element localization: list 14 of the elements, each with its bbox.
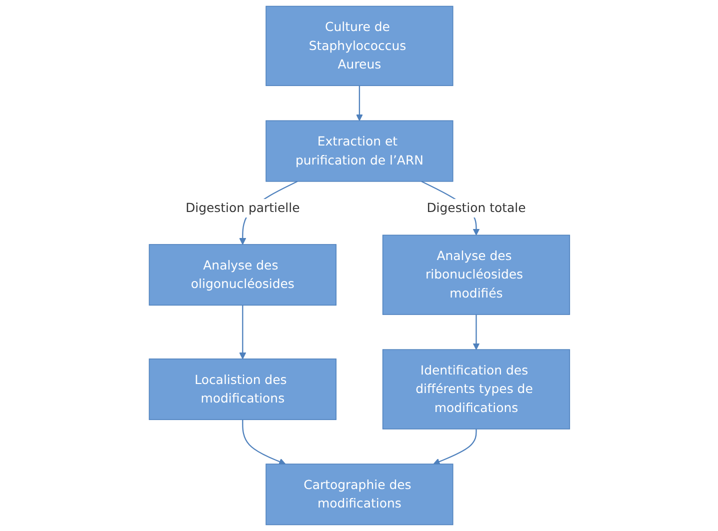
node-box: Localistion des modifications — [148, 358, 336, 420]
node-box: Culture de Staphylococcus Aureus — [265, 6, 453, 86]
arrow — [432, 429, 476, 465]
arrow — [242, 420, 286, 465]
node-box: Extraction et purification de l’ARN — [265, 120, 453, 182]
node-box: Cartographie des modifications — [265, 464, 453, 526]
arrow — [472, 314, 480, 350]
edge-label: Digestion totale — [426, 200, 526, 216]
node-box: Analyse des ribonucléosides modifiés — [382, 234, 570, 315]
arrow — [356, 86, 362, 121]
edge-label: Digestion partielle — [185, 200, 300, 216]
arrow — [238, 305, 246, 360]
node-box: Analyse des oligonucléosides — [148, 244, 336, 306]
node-box: Identification des différents types de modifications — [382, 349, 570, 430]
